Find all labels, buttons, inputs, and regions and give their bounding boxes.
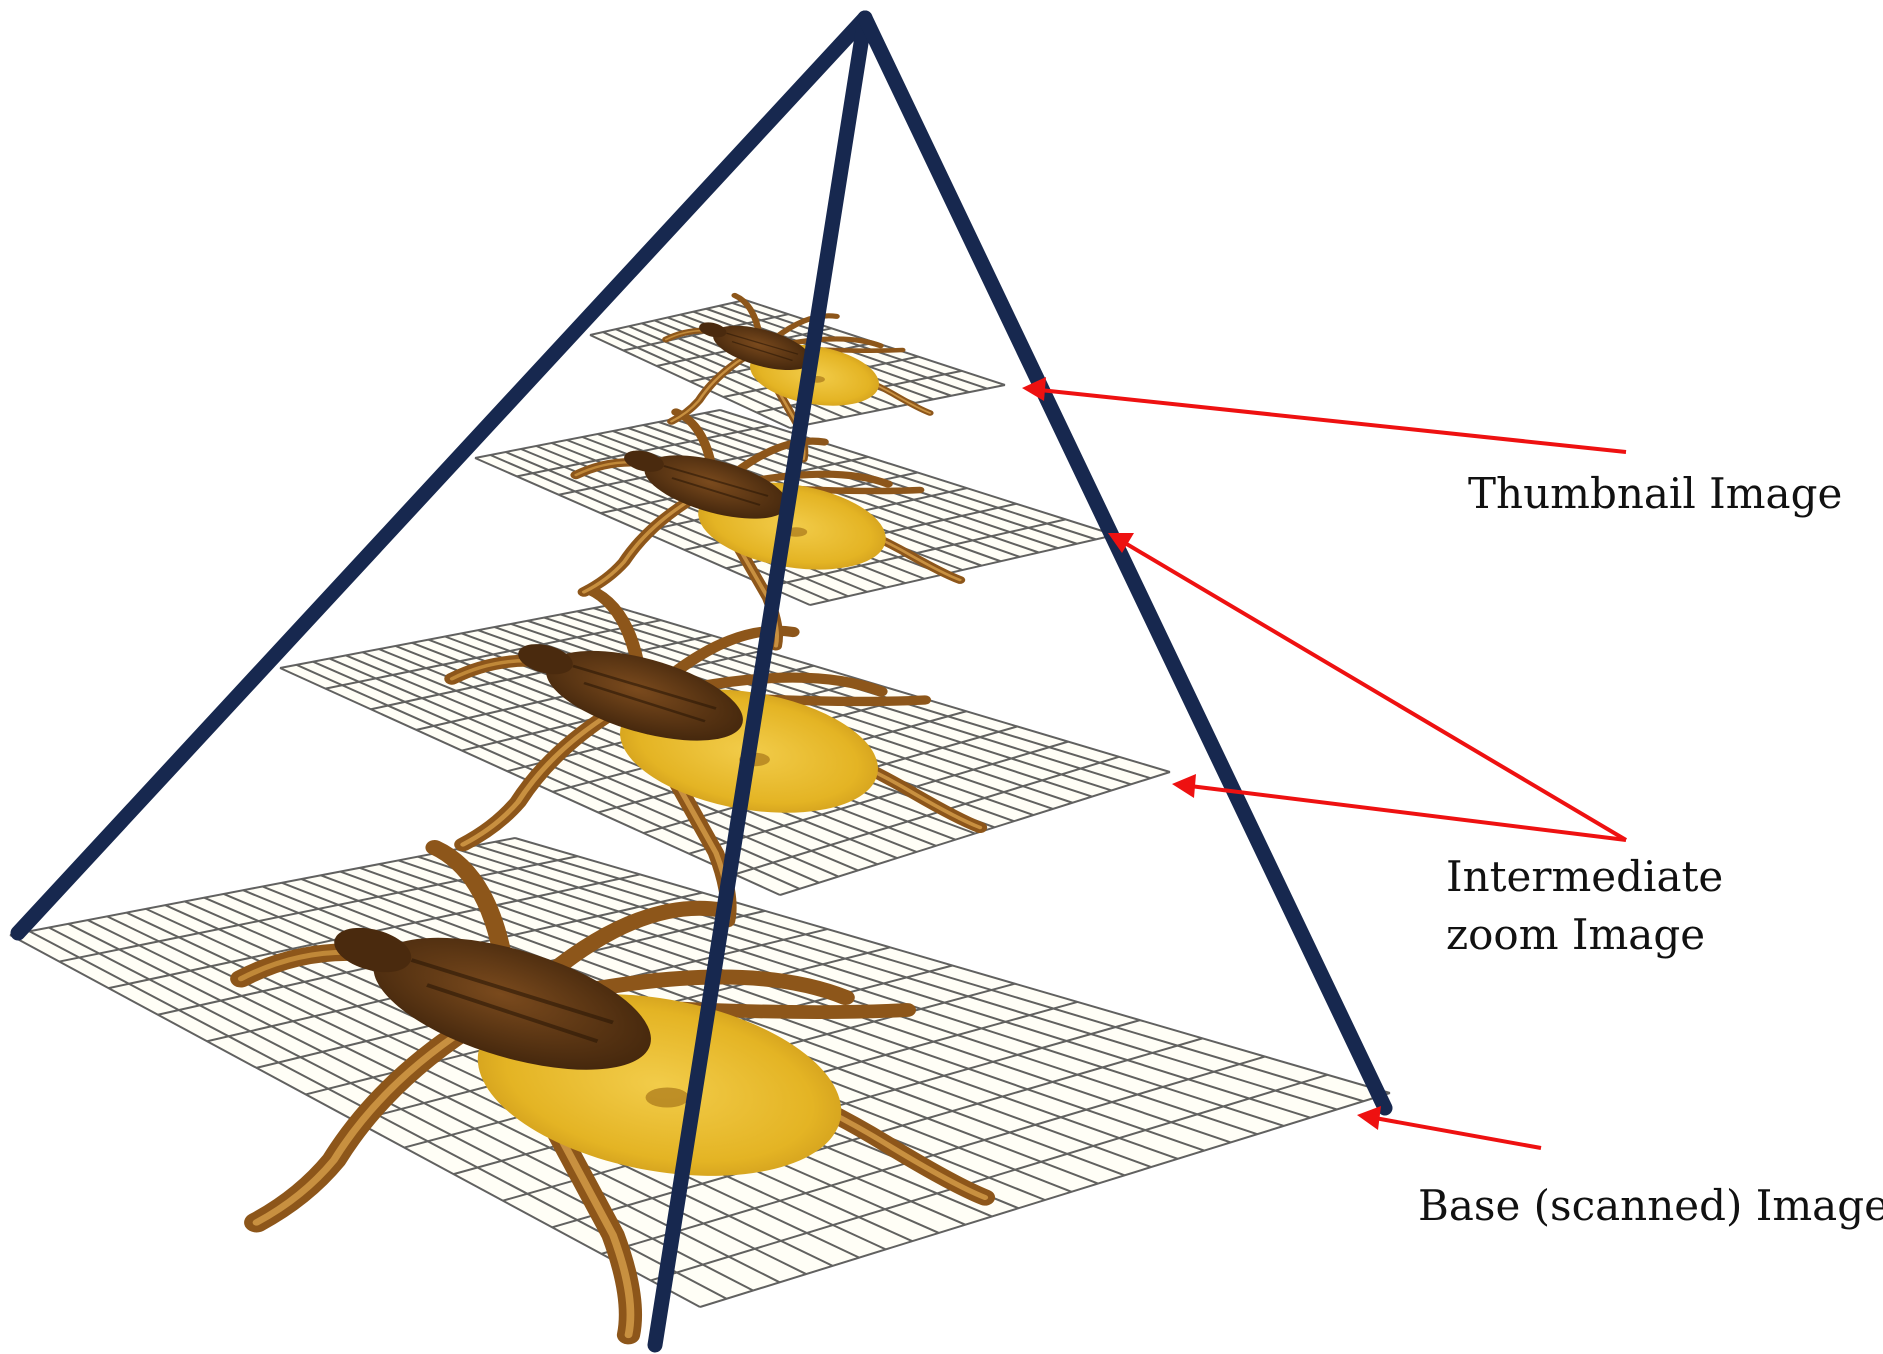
- grid-line: [589, 334, 791, 429]
- grid-line: [398, 859, 1232, 1144]
- thumbnail-layer: [589, 295, 1006, 459]
- grid-line: [495, 840, 1364, 1103]
- grid-line: [673, 418, 1059, 550]
- grid-line: [475, 844, 1338, 1111]
- grid-line: [704, 412, 1097, 541]
- intermediate-layer-large: [279, 590, 1171, 922]
- base-scanned-image-label: Base (scanned) Image: [1418, 1177, 1883, 1235]
- grid-line: [437, 851, 1285, 1127]
- intermediate-line1: Intermediate: [1446, 852, 1724, 901]
- grid-line: [106, 915, 834, 1267]
- grid-line: [456, 848, 1311, 1119]
- grid-line: [505, 451, 849, 598]
- grid-line: [329, 657, 839, 878]
- grid-line: [87, 919, 807, 1275]
- grid-line: [67, 922, 781, 1284]
- intermediate-line2: zoom Image: [1446, 910, 1706, 959]
- grid-line: [514, 837, 1391, 1094]
- grid-line: [362, 651, 878, 866]
- thumbnail-image-label: Thumbnail Image: [1468, 465, 1842, 523]
- pyramid-edges: [10, 10, 1393, 1353]
- grid-line: [345, 654, 859, 872]
- grid-line: [731, 301, 988, 390]
- grid-line: [48, 926, 754, 1292]
- grid-line: [602, 331, 809, 426]
- base-image-text: Base (scanned) Image: [1418, 1181, 1883, 1230]
- thumbnail-image-text: Thumbnail Image: [1468, 469, 1843, 518]
- grid-line: [658, 421, 1040, 554]
- arrows: [1022, 377, 1628, 1150]
- grid-line: [339, 870, 1152, 1169]
- grid-line: [609, 604, 1171, 773]
- intermediate-zoom-image-label: Intermediate zoom Image: [1446, 848, 1723, 964]
- grid-line: [719, 409, 1116, 536]
